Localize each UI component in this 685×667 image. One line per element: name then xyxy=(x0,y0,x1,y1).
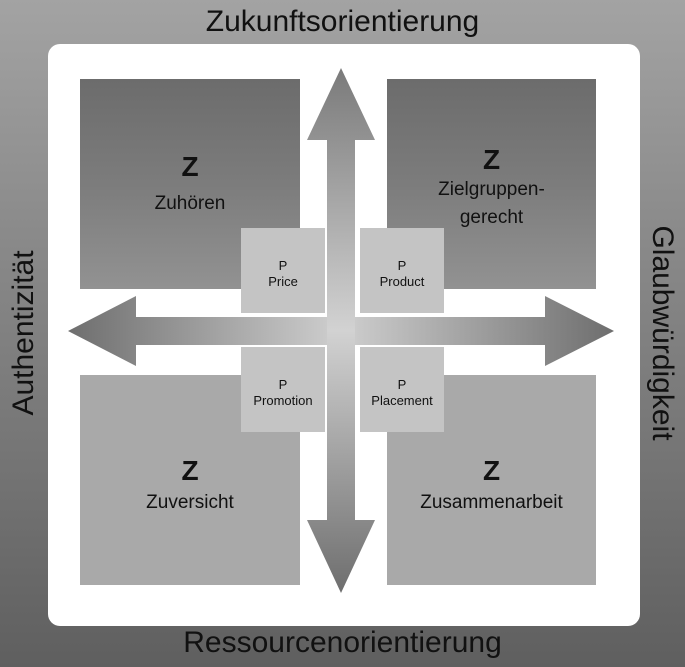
p-box-promotion: P Promotion xyxy=(241,347,325,432)
quadrant-letter: Z xyxy=(482,455,501,486)
p-label: Price xyxy=(268,274,298,289)
quadrant-label: Zuversicht xyxy=(146,492,234,513)
p-letter: P xyxy=(278,258,288,273)
p-box-price: P Price xyxy=(241,228,325,313)
quadrant-letter: Z xyxy=(181,151,199,182)
p-label: Placement xyxy=(371,393,433,408)
p-label: Promotion xyxy=(253,393,313,408)
quadrant-top-right: Z Zielgruppen- gerecht xyxy=(387,79,596,289)
quadrant-label: Zusammenarbeit xyxy=(420,492,563,513)
quadrant-label: Zielgruppen- gerecht xyxy=(438,179,545,228)
p-box-placement: P Placement xyxy=(360,347,444,432)
vertical-double-arrow xyxy=(307,68,375,593)
edge-label-bottom: Ressourcenorientierung xyxy=(183,626,502,659)
p-letter: P xyxy=(397,377,407,392)
p-label: Product xyxy=(379,274,425,289)
quadrant-label: Zuhören xyxy=(154,193,226,214)
quadrant-letter: Z xyxy=(482,144,501,175)
edge-label-top: Zukunftsorientierung xyxy=(205,5,480,38)
p-letter: P xyxy=(278,377,288,392)
quadrant-letter: Z xyxy=(181,455,199,486)
p-letter: P xyxy=(397,258,407,273)
p-box-product: P Product xyxy=(360,228,444,313)
